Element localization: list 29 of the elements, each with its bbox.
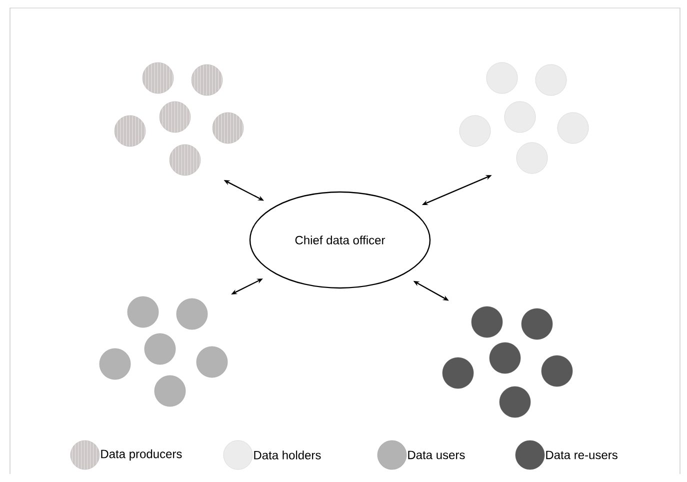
person-circle [169, 144, 201, 176]
person-circle [535, 64, 567, 96]
person-circle [499, 386, 531, 418]
person-circle [142, 62, 174, 94]
oval-node: Chief data officer [249, 191, 431, 289]
person-circle [521, 308, 553, 340]
person-circle [504, 101, 536, 133]
person-circle [212, 112, 244, 144]
person-circle [191, 64, 223, 96]
person-circle [196, 346, 228, 378]
legend-label: Data holders [254, 450, 321, 460]
person-circle [114, 115, 146, 147]
person-circle [471, 306, 503, 338]
person-circle [489, 342, 521, 374]
person-circle [159, 101, 191, 133]
legend-label: Data producers [101, 449, 182, 461]
person-circle [557, 112, 589, 144]
person-circle [459, 115, 491, 147]
person-circle [154, 375, 186, 407]
person-circle [99, 348, 131, 380]
person-circle [442, 357, 474, 389]
person-circle [144, 333, 176, 365]
legend-label: Data users [408, 450, 465, 460]
person-circle [516, 142, 548, 174]
person-circle [127, 296, 159, 328]
person-circle [541, 355, 573, 387]
person-circle [486, 62, 518, 94]
legend-label: Data re-users [546, 450, 618, 460]
person-circle [176, 298, 208, 330]
